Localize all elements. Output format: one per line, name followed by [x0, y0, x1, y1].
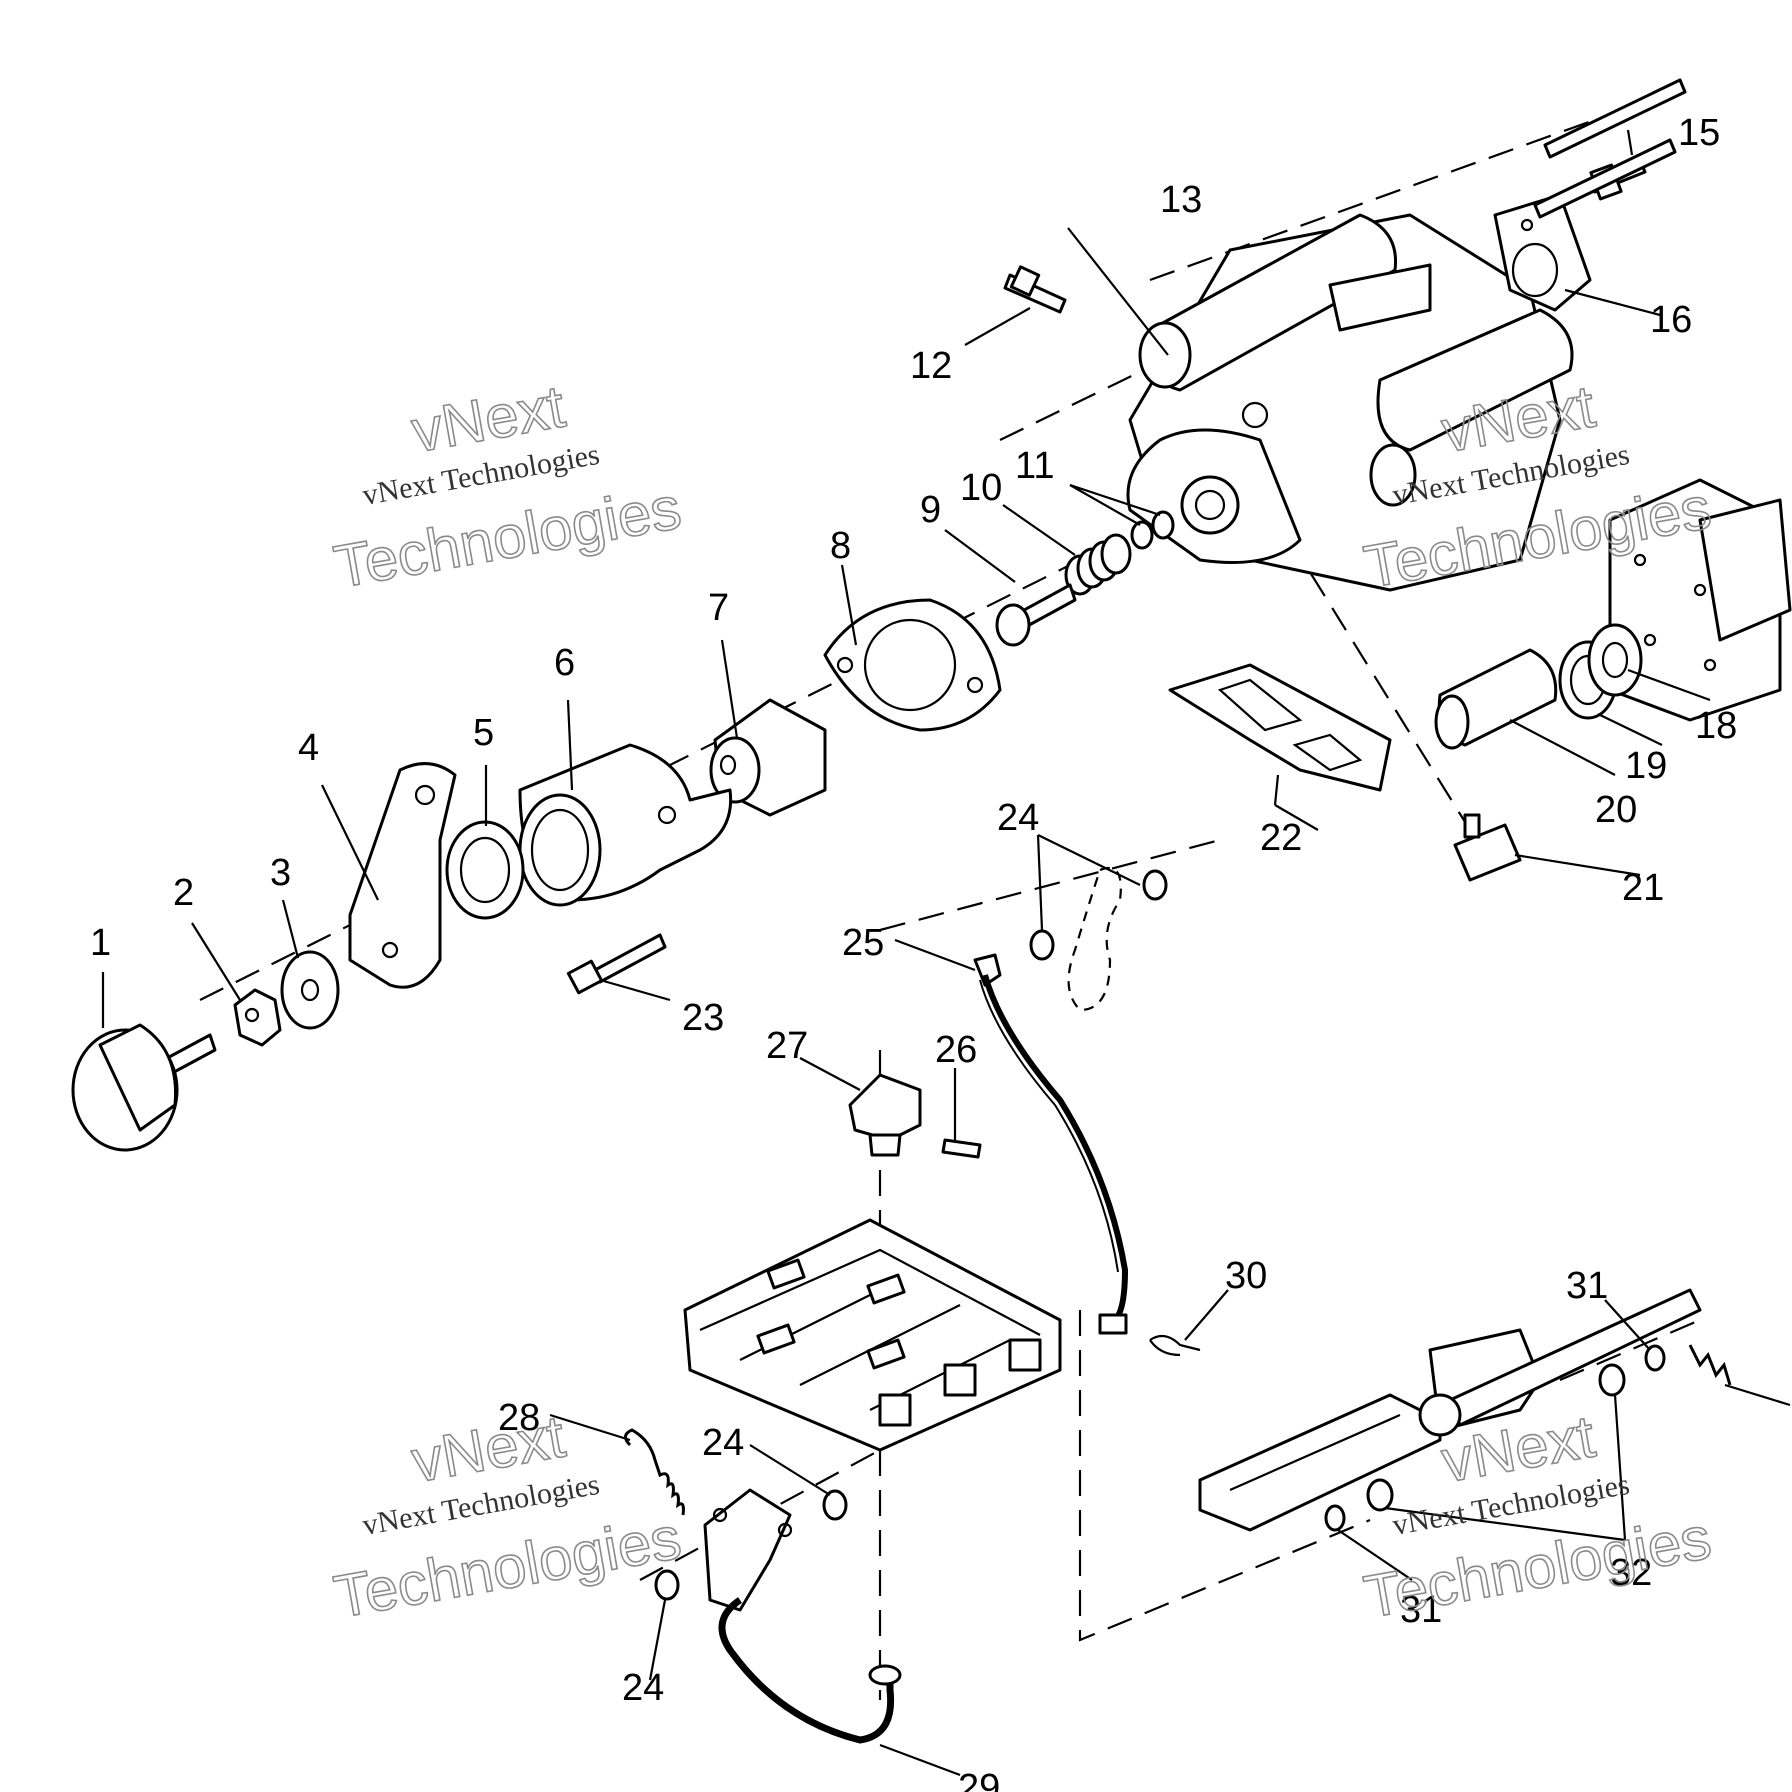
- callout-1: 1: [90, 922, 111, 964]
- callout-11: 11: [1015, 445, 1054, 487]
- callout-24-top: 24: [997, 797, 1039, 839]
- pin-9: [995, 583, 1077, 647]
- seal-5: [445, 820, 525, 920]
- watermarks: vNext vNext Technologies Technologies vN…: [328, 372, 1716, 1632]
- callout-7: 7: [708, 587, 729, 629]
- callout-20: 20: [1595, 789, 1637, 831]
- callout-29: 29: [958, 1767, 1000, 1792]
- bore-7: [709, 698, 827, 817]
- gasket-8: [823, 598, 1002, 732]
- callout-3: 3: [270, 852, 291, 894]
- callout-27: 27: [766, 1025, 808, 1067]
- callout-24-mid: 24: [702, 1422, 744, 1464]
- callout-labels: 1 2 3 4 5 6 7 8 9 10 11 12 13 15 16 18 1…: [90, 112, 1737, 1792]
- callout-31-top: 31: [1566, 1265, 1608, 1307]
- housing-6: [518, 743, 733, 907]
- lever-outline-dashed: [1067, 867, 1122, 1012]
- callout-5: 5: [473, 712, 494, 754]
- bushings-32: [1366, 1363, 1626, 1512]
- bracket-22: [1168, 663, 1392, 792]
- piston-20: [1434, 648, 1558, 750]
- callout-32: 32: [1610, 1552, 1652, 1594]
- spring-partial: [1688, 1344, 1732, 1386]
- callout-4: 4: [298, 727, 319, 769]
- callout-22: 22: [1260, 817, 1302, 859]
- callout-19: 19: [1625, 745, 1667, 787]
- washer-3: [280, 950, 340, 1030]
- washers-24: [654, 869, 1168, 1601]
- callout-15: 15: [1678, 112, 1720, 154]
- spring-10: [1064, 533, 1132, 596]
- cotter-pin-30: [1149, 1334, 1201, 1357]
- watermark-top-left: vNext vNext Technologies Technologies: [328, 372, 686, 602]
- callout-24-low: 24: [622, 1667, 664, 1709]
- lever-arm-4: [348, 762, 457, 989]
- guide-rods: [1533, 78, 1687, 219]
- spring-28: [624, 1428, 685, 1516]
- callout-18: 18: [1695, 705, 1737, 747]
- leader-lines: [101, 129, 1791, 1777]
- knob-1: [71, 1023, 217, 1152]
- callout-6: 6: [554, 642, 575, 684]
- callout-31-bottom: 31: [1400, 1589, 1442, 1631]
- watermark-bottom-left: vNext vNext Technologies Technologies: [328, 1402, 686, 1632]
- foot-pad-27: [848, 1073, 922, 1157]
- callout-30: 30: [1225, 1255, 1267, 1297]
- callout-25: 25: [842, 922, 884, 964]
- master-cylinder-body: [1126, 213, 1574, 592]
- callout-12: 12: [910, 345, 952, 387]
- callout-21: 21: [1622, 867, 1664, 909]
- bleeder-screw: [1003, 265, 1067, 314]
- pin-26: [941, 1138, 982, 1159]
- callout-23: 23: [682, 997, 724, 1039]
- retainer-18: [1587, 623, 1643, 697]
- brake-switch-21: [1453, 813, 1522, 882]
- callout-9: 9: [920, 489, 941, 531]
- bolt-23: [566, 933, 667, 995]
- callout-16: 16: [1650, 299, 1692, 341]
- pedal-bracket: [1198, 1288, 1702, 1532]
- callout-10: 10: [960, 467, 1002, 509]
- pedal-arm-29: [703, 1488, 902, 1744]
- o-rings-11: [1130, 510, 1175, 550]
- washers-31: [1324, 1344, 1666, 1532]
- callout-28: 28: [498, 1397, 540, 1439]
- callout-26: 26: [935, 1029, 977, 1071]
- brake-rod-25: [973, 953, 1129, 1335]
- callout-13: 13: [1160, 179, 1202, 221]
- mounting-bracket: [1608, 478, 1792, 722]
- nut-2: [233, 988, 282, 1047]
- callout-8: 8: [830, 525, 851, 567]
- footrest-assembly: [683, 1218, 1062, 1452]
- callout-2: 2: [173, 872, 194, 914]
